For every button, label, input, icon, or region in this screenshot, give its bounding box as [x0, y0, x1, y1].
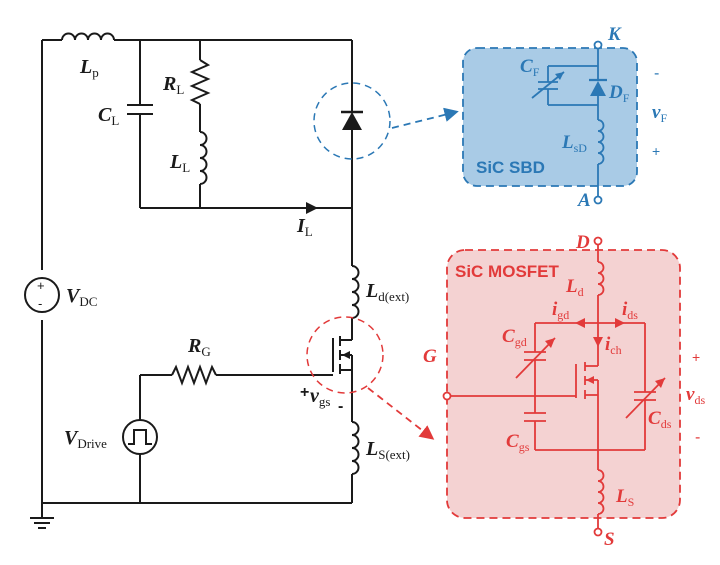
diode-callout-circle [313, 82, 391, 160]
label-vgs: vgs [310, 385, 330, 409]
sbd-title: SiC SBD [476, 158, 545, 177]
mosfet-label-vds: vds [686, 384, 705, 407]
sbd-box [462, 47, 638, 187]
vdc-source [24, 277, 60, 313]
mosfet-s-terminal [593, 527, 603, 537]
sbd-label-df: DF [608, 82, 630, 105]
sbd-a-terminal [593, 195, 603, 205]
igd-arrow-icon [575, 318, 585, 328]
vdrive-pulse [128, 429, 152, 445]
mosfet-label-ich: ich [605, 334, 622, 357]
mosfet-inductor-ld [597, 261, 605, 296]
inductor-ldext [351, 265, 360, 319]
label-lsext: LS(ext) [365, 438, 410, 462]
resistor-rg [171, 364, 217, 386]
diode-symbol [342, 112, 362, 130]
label-il: IL [296, 215, 313, 239]
mosfet-label-ld: Ld [565, 276, 584, 299]
vdc-plus: + [37, 278, 45, 293]
mosfet-labels: D G S SiC MOSFET Ld igd ids ich Cgd Cgs … [423, 232, 705, 550]
label-vdc: VDC [66, 285, 97, 309]
mosfet-cds-arrow [655, 378, 665, 388]
sbd-label-a: A [577, 190, 591, 211]
label-lp: Lp [79, 56, 99, 80]
sbd-diode-symbol [590, 81, 606, 96]
mosfet-callout-arrow [367, 387, 435, 440]
mosfet-minus: - [695, 429, 700, 446]
label-ll: LL [169, 151, 190, 175]
label-cl: CL [98, 104, 119, 128]
sbd-labels: K A CF DF LsD vF - + SiC SBD [476, 24, 667, 211]
vdc-minus: - [38, 296, 42, 311]
inductor-lsext [351, 421, 360, 475]
mosfet-label-s: S [604, 529, 615, 550]
main-circuit [24, 32, 360, 529]
vgs-minus: - [338, 398, 343, 415]
vgs-plus: + [300, 384, 309, 401]
main-labels: Lp CL RL LL IL VDC Ld(ext) RG + vgs - VD… [37, 56, 410, 462]
vdrive-source [122, 419, 158, 455]
mosfet-inductor-ls [597, 469, 605, 515]
sbd-label-k: K [607, 24, 622, 45]
sbd-label-lsd: LsD [561, 132, 587, 155]
resistor-rl [189, 59, 211, 105]
mosfet-d-terminal [593, 236, 603, 246]
mosfet-label-cgs: Cgs [506, 431, 530, 454]
ids-arrow-icon [615, 318, 625, 328]
label-rg: RG [187, 335, 211, 359]
label-vdrive: VDrive [64, 427, 107, 451]
mosfet-label-cgd: Cgd [502, 326, 527, 349]
mosfet-arrow [342, 351, 350, 359]
sbd-k-terminal [593, 40, 603, 50]
mosfet-circuit [442, 236, 666, 537]
mosfet-label-g: G [423, 346, 437, 367]
mosfet-label-d: D [575, 232, 590, 253]
mosfet-label-ls: LS [615, 486, 634, 509]
sbd-label-cf: CF [520, 56, 540, 79]
sbd-minus: - [654, 65, 659, 82]
mosfet-callout-circle [306, 316, 384, 394]
sbd-label-vf: vF [652, 102, 667, 125]
mosfet-box [446, 249, 681, 519]
inductor-lp [61, 32, 115, 41]
il-arrow-icon [306, 202, 318, 214]
mosfet-label-ids: ids [622, 299, 638, 322]
mosfet-title: SiC MOSFET [455, 262, 560, 281]
sbd-plus: + [652, 143, 660, 159]
sbd-inductor-lsd [597, 119, 605, 165]
mosfet-plus: + [692, 349, 700, 365]
mosfet-label-igd: igd [552, 299, 569, 322]
mosfet-g-terminal [442, 391, 452, 401]
label-rl: RL [162, 73, 184, 97]
sbd-cf-arrow [555, 72, 564, 80]
mosfet-inner-arrow [586, 376, 594, 384]
label-ldext: Ld(ext) [365, 280, 409, 304]
mosfet-label-cds: Cds [648, 408, 672, 431]
mosfet-cgd-arrow [545, 338, 555, 348]
ich-arrow-icon [593, 337, 603, 347]
inductor-ll [199, 131, 208, 185]
diode-callout-arrow [391, 107, 459, 129]
